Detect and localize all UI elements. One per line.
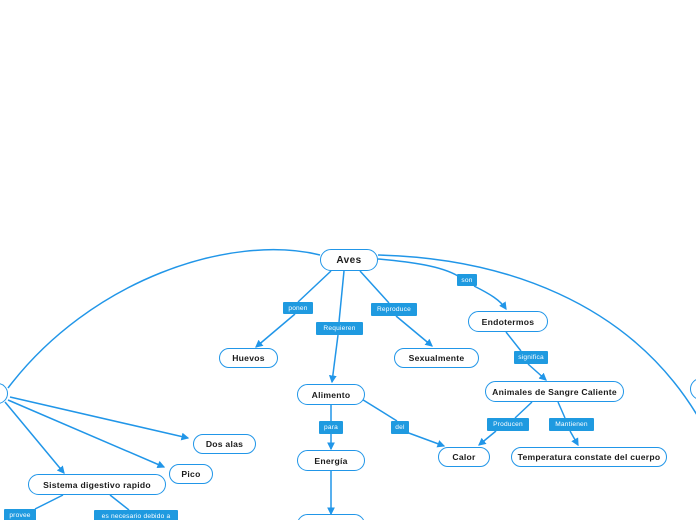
edge-label-es-necesario-debido-a[interactable]: es necesario debido a [94, 510, 178, 520]
edge-left-pico [7, 399, 166, 468]
chip-text: Mantienen [555, 421, 588, 428]
edge-del-calor [405, 431, 446, 448]
chip-text: provee [9, 512, 31, 519]
edge-aves-requieren [338, 270, 345, 323]
edge-label-ponen[interactable]: ponen [283, 302, 313, 314]
chip-text: para [324, 424, 338, 431]
node-label: Animales de Sangre Caliente [492, 386, 617, 397]
edge-aves-reproduce [359, 270, 390, 304]
edge-son-endotermos [473, 285, 507, 311]
node-label: Aves [336, 254, 362, 266]
node-label: Temperatura constate del cuerpo [517, 452, 661, 462]
node-left-offscreen-partial[interactable] [0, 383, 8, 404]
node-sexualmente[interactable]: Sexualmente [394, 348, 479, 368]
chip-text: significa [518, 354, 544, 361]
edge-aves-son [377, 258, 459, 277]
chip-text: del [395, 424, 405, 431]
node-label: Alimento [311, 389, 351, 400]
node-label: Calor [452, 452, 476, 462]
edge-left-sistema [4, 401, 65, 474]
node-sistema-digestivo-rapido[interactable]: Sistema digestivo rapido [28, 474, 166, 495]
node-aves[interactable]: Aves [320, 249, 378, 271]
edge-label-son[interactable]: son [457, 274, 477, 286]
edge-ponen-huevos [255, 313, 296, 348]
edge-label-del[interactable]: del [391, 421, 409, 434]
edge-sistema-provee [34, 494, 64, 510]
node-label: Dos alas [205, 439, 244, 449]
edge-label-significa[interactable]: significa [514, 351, 548, 364]
edge-reproduce-sexualmente [395, 315, 433, 347]
edge-sistema-necesario [109, 494, 130, 511]
edge-endotermos-significa [505, 331, 522, 352]
edge-label-provee[interactable]: provee [4, 509, 36, 520]
chip-text: es necesario debido a [101, 512, 171, 520]
node-label: Sexualmente [408, 353, 465, 363]
node-label: Pico [181, 469, 201, 479]
node-alimento[interactable]: Alimento [297, 384, 365, 405]
node-energia[interactable]: Energía [297, 450, 365, 471]
edge-producen-calor [478, 430, 497, 446]
edge-sangre-producen [514, 401, 533, 419]
chip-text: son [461, 276, 473, 284]
edge-aves-left-partial [7, 248, 321, 389]
node-bottom-offscreen-partial[interactable] [297, 514, 365, 520]
node-endotermos[interactable]: Endotermos [468, 311, 548, 332]
edge-requieren-alimento [328, 334, 339, 384]
node-label: Sistema digestivo rapido [43, 479, 151, 490]
chip-text: Reproduce [376, 306, 412, 313]
edge-left-dosalas [9, 396, 190, 441]
edge-label-para[interactable]: para [319, 421, 343, 434]
edge-mantienen-temperatura [569, 430, 579, 447]
edge-significa-sangre [527, 363, 547, 381]
node-dos-alas[interactable]: Dos alas [193, 434, 256, 454]
node-label: Huevos [232, 353, 265, 363]
chip-text: Requieren [323, 325, 356, 332]
edge-aves-huevos [297, 270, 332, 303]
edge-alimento-del [359, 397, 398, 422]
edge-label-producen[interactable]: Producen [487, 418, 529, 431]
node-calor[interactable]: Calor [438, 447, 490, 467]
edge-label-mantienen[interactable]: Mantienen [549, 418, 594, 431]
node-label: Endotermos [481, 316, 535, 327]
node-animales-sangre-caliente[interactable]: Animales de Sangre Caliente [485, 381, 624, 402]
chip-text: ponen [288, 304, 308, 312]
edge-label-requieren[interactable]: Requieren [316, 322, 363, 335]
chip-text: Producen [493, 421, 523, 428]
node-label: Energía [314, 455, 348, 466]
node-right-offscreen-partial[interactable] [690, 378, 696, 400]
edge-sangre-mantienen [557, 401, 566, 419]
node-pico[interactable]: Pico [169, 464, 213, 484]
edge-label-reproduce[interactable]: Reproduce [371, 303, 417, 316]
node-temperatura-constante[interactable]: Temperatura constate del cuerpo [511, 447, 667, 467]
node-huevos[interactable]: Huevos [219, 348, 278, 368]
